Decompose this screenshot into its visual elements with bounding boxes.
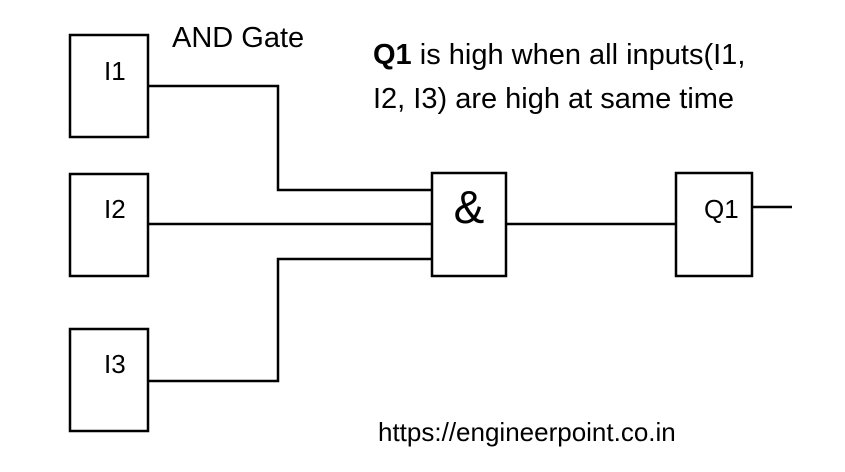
input-box-i2 xyxy=(68,172,150,278)
input-box-i3 xyxy=(68,327,150,433)
input-block-i1: I1 xyxy=(68,33,150,139)
description-line-1: Q1 is high when all inputs(I1, xyxy=(373,39,745,71)
description-line-1-rest: is high when all inputs(I1, xyxy=(412,39,746,71)
output-label-q1: Q1 xyxy=(704,194,739,224)
wire-i1 xyxy=(148,84,432,192)
description-bold: Q1 xyxy=(373,39,412,71)
output-block-q1: Q1 xyxy=(674,171,754,278)
input-label-i2: I2 xyxy=(104,194,126,224)
diagram-title: AND Gate xyxy=(172,22,304,54)
input-label-i3: I3 xyxy=(104,349,126,379)
output-box-q1 xyxy=(674,171,754,278)
and-gate-symbol: & xyxy=(454,181,485,233)
input-box-i1 xyxy=(68,33,150,139)
source-url: https://engineerpoint.co.in xyxy=(378,417,676,447)
description-line-2: I2, I3) are high at same time xyxy=(373,83,734,115)
input-block-i3: I3 xyxy=(68,327,150,433)
wire-i3 xyxy=(148,257,432,383)
and-gate: & xyxy=(430,171,508,278)
input-block-i2: I2 xyxy=(68,172,150,278)
input-label-i1: I1 xyxy=(104,56,126,86)
